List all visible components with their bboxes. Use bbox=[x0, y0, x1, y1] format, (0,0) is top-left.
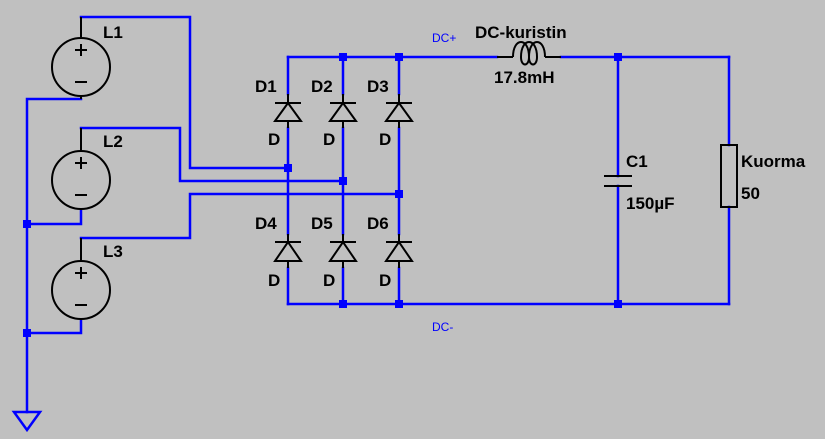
source-label: L1 bbox=[103, 23, 123, 42]
wire-l2-to-phase2 bbox=[79, 126, 345, 183]
junctions bbox=[23, 53, 622, 337]
wire-l1-to-phase1 bbox=[79, 15, 290, 170]
diode-value: D bbox=[323, 271, 335, 290]
resistor-value: 50 bbox=[741, 184, 760, 203]
junction-dot bbox=[614, 300, 622, 308]
diode-d5: D5 D bbox=[311, 214, 358, 290]
net-label-dc-plus: DC+ bbox=[432, 31, 456, 45]
capacitor: C1 150µF bbox=[604, 152, 675, 213]
wire-neutral-l3 bbox=[25, 222, 83, 335]
diode-name: D4 bbox=[255, 214, 277, 233]
diode-d2: D2 D bbox=[311, 77, 358, 149]
diode-value: D bbox=[379, 130, 391, 149]
net-label-dc-minus: DC- bbox=[432, 320, 453, 334]
diode-name: D2 bbox=[311, 77, 333, 96]
diode-name: D6 bbox=[367, 214, 389, 233]
junction-dot bbox=[614, 53, 622, 61]
junction-dot bbox=[23, 220, 31, 228]
inductor-value: 17.8mH bbox=[494, 68, 554, 87]
ground-icon bbox=[11, 410, 43, 433]
capacitor-value: 150µF bbox=[626, 194, 675, 213]
diode-name: D5 bbox=[311, 214, 333, 233]
diode-name: D3 bbox=[367, 77, 389, 96]
diode-name: D1 bbox=[255, 77, 277, 96]
junction-dot bbox=[395, 300, 403, 308]
junction-dot bbox=[284, 164, 292, 172]
capacitor-name: C1 bbox=[626, 152, 648, 171]
junction-dot bbox=[339, 53, 347, 61]
junction-dot bbox=[339, 300, 347, 308]
diode-d1: D1 D bbox=[255, 77, 303, 149]
junction-dot bbox=[395, 190, 403, 198]
diode-value: D bbox=[379, 271, 391, 290]
voltage-source-l1: L1 bbox=[51, 17, 123, 99]
junction-dot bbox=[23, 329, 31, 337]
diode-d6: D6 D bbox=[367, 214, 414, 290]
diode-value: D bbox=[268, 271, 280, 290]
source-label: L3 bbox=[103, 242, 123, 261]
voltage-source-l3: L3 bbox=[51, 238, 123, 320]
inductor: DC-kuristin 17.8mH bbox=[475, 23, 567, 87]
voltage-source-l2: L2 bbox=[51, 128, 123, 210]
diode-d4: D4 D bbox=[255, 214, 303, 290]
wire-l3-to-phase3 bbox=[79, 192, 401, 240]
resistor-load: Kuorma 50 bbox=[720, 144, 806, 208]
source-label: L2 bbox=[103, 132, 123, 151]
inductor-name: DC-kuristin bbox=[475, 23, 567, 42]
junction-dot bbox=[339, 177, 347, 185]
diode-value: D bbox=[323, 130, 335, 149]
diode-d3: D3 D bbox=[367, 77, 414, 149]
resistor-name: Kuorma bbox=[741, 152, 806, 171]
junction-dot bbox=[395, 53, 403, 61]
diode-value: D bbox=[268, 130, 280, 149]
